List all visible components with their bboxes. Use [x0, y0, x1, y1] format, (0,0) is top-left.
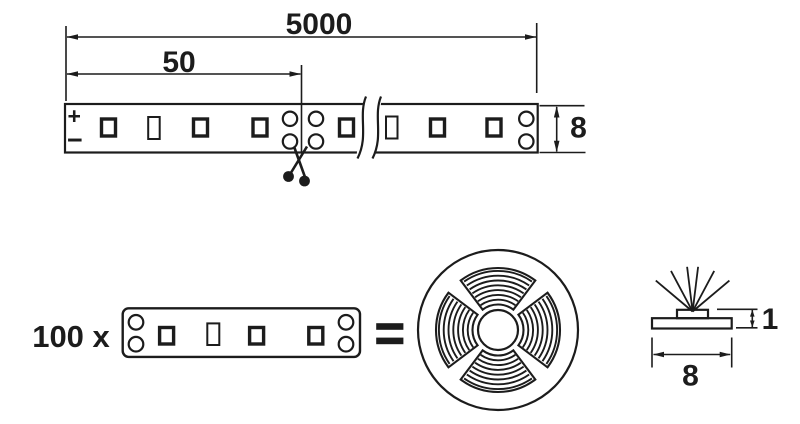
reel-windings-right — [517, 291, 562, 369]
solder-pad — [337, 335, 355, 353]
strip-top-view: + − — [63, 65, 539, 187]
solder-pad — [281, 133, 299, 150]
dimension-strip-width: 8 — [539, 104, 587, 154]
reel-windings-left — [434, 291, 479, 369]
reel-windings-bottom — [459, 349, 537, 394]
equals-icon — [376, 323, 404, 345]
reel-outer-rim — [416, 248, 580, 412]
led-chip — [428, 117, 447, 138]
solder-pad — [281, 110, 299, 128]
resistor-chip — [147, 116, 161, 140]
polarity-plus-label: + — [68, 103, 81, 129]
led-chip — [307, 325, 325, 346]
solder-pad — [307, 133, 325, 150]
led-chip — [157, 325, 176, 346]
reel-hub — [476, 308, 520, 352]
segment-multiplier-label: 100 x — [32, 319, 110, 354]
solder-pad — [337, 313, 355, 331]
scissors-icon — [283, 145, 310, 187]
reel-icon — [416, 248, 580, 412]
light-rays-icon — [655, 266, 730, 313]
reel-windings-top — [459, 266, 537, 311]
led-chip — [99, 117, 118, 138]
dimension-cut-interval: 50 — [66, 46, 301, 79]
solder-pad — [517, 110, 535, 128]
solder-pad — [307, 110, 325, 128]
cut-interval-label: 50 — [162, 46, 195, 79]
section-width-label: 8 — [682, 360, 699, 393]
cross-section-view: 1 8 — [650, 266, 778, 393]
segment-body — [121, 307, 362, 359]
led-chip — [251, 117, 269, 138]
polarity-minus-label: − — [67, 125, 83, 155]
solder-pad — [127, 335, 145, 353]
dimension-thickness: 1 — [717, 303, 778, 336]
dimension-section-width: 8 — [651, 337, 733, 393]
led-chip — [485, 117, 503, 138]
led-chip — [247, 325, 266, 346]
strip-width-label: 8 — [570, 112, 587, 145]
strip-base-side — [650, 317, 733, 330]
solder-pad — [127, 313, 145, 331]
solder-pad — [517, 133, 535, 150]
led-chip — [337, 117, 356, 138]
break-wave-right — [371, 96, 383, 159]
break-wave-left — [356, 96, 368, 159]
dimension-total-length: 5000 — [65, 8, 538, 101]
total-length-label: 5000 — [286, 8, 353, 41]
segment-view: 100 x — [32, 307, 362, 359]
resistor-chip — [385, 115, 399, 140]
resistor-chip — [206, 322, 221, 346]
led-chip — [191, 117, 210, 138]
thickness-label: 1 — [762, 303, 779, 336]
